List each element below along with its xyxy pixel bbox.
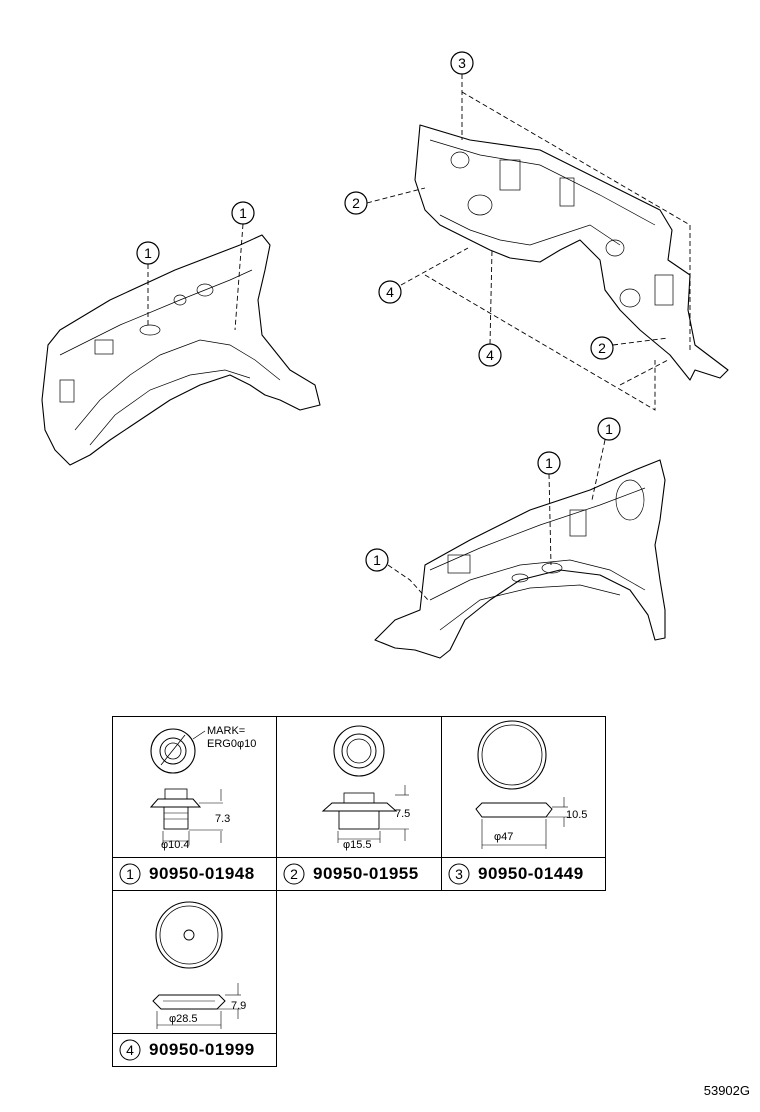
left-fender-apron	[41, 234, 321, 466]
diameter-dimension: φ47	[494, 831, 514, 843]
svg-text:4: 4	[386, 284, 394, 300]
grommet-2-drawing	[321, 725, 409, 843]
part-index-badge	[283, 863, 305, 885]
height-dimension: 7.3	[215, 813, 231, 825]
height-dimension: 7.9	[231, 1000, 247, 1012]
parts-table: MARK= ERG0φ10 7.3 φ10.4 7.5 φ15.5	[112, 716, 606, 1067]
mark-value: ERG0φ10	[207, 738, 257, 750]
mark-label: MARK=	[207, 725, 246, 737]
part-index: 2	[290, 866, 298, 882]
callout-2-left: 2	[344, 187, 426, 215]
callout-4-left: 4	[378, 247, 656, 411]
right-fender-apron	[374, 459, 666, 659]
height-dimension: 10.5	[566, 809, 588, 821]
part-3-drawing-cell: 10.5 φ47	[441, 716, 606, 858]
svg-text:1: 1	[144, 245, 152, 261]
exploded-body-diagram: 1 1 3 2 4 4	[41, 51, 729, 659]
callout-1-right-a: 1	[591, 417, 621, 501]
part-number-row-3: 3 90950-01449	[441, 857, 606, 891]
grommet-1-drawing	[149, 728, 223, 845]
svg-text:2: 2	[598, 340, 606, 356]
diameter-dimension: φ28.5	[169, 1013, 198, 1025]
part-number-row-4: 4 90950-01999	[112, 1033, 277, 1067]
part-number: 90950-01955	[313, 864, 419, 883]
callout-1-left-b: 1	[231, 201, 255, 331]
svg-text:1: 1	[373, 552, 381, 568]
callout-1-right-c: 1	[365, 548, 429, 601]
part-index: 4	[126, 1042, 134, 1058]
part-number: 90950-01948	[149, 864, 255, 883]
part-2-drawing-cell: 7.5 φ15.5	[276, 716, 442, 858]
part-index: 3	[455, 866, 463, 882]
callout-4-bottom: 4	[478, 249, 502, 367]
part-number-row-1: 1 90950-01948	[112, 857, 277, 891]
diameter-dimension: φ10.4	[161, 839, 190, 851]
part-index-badge	[119, 863, 141, 885]
part-index-badge	[448, 863, 470, 885]
part-1-drawing-cell: MARK= ERG0φ10 7.3 φ10.4	[112, 716, 277, 858]
callout-1-left-a: 1	[136, 241, 160, 325]
part-number: 90950-01999	[149, 1040, 255, 1059]
callout-3: 3	[450, 51, 691, 350]
part-4-drawing-cell: 7.9 φ28.5	[112, 890, 277, 1034]
height-dimension: 7.5	[395, 808, 411, 820]
part-index-badge	[119, 1039, 141, 1061]
svg-text:3: 3	[458, 55, 466, 71]
svg-text:2: 2	[352, 195, 360, 211]
grommet-3-drawing	[475, 720, 568, 849]
svg-text:1: 1	[605, 421, 613, 437]
callout-1-right-b: 1	[537, 451, 561, 566]
svg-text:4: 4	[486, 347, 494, 363]
callout-2-right: 2	[590, 336, 669, 386]
part-index: 1	[126, 866, 134, 882]
grommet-4-drawing	[152, 901, 241, 1029]
dash-panel	[414, 124, 729, 381]
svg-text:1: 1	[239, 205, 247, 221]
part-number: 90950-01449	[478, 864, 584, 883]
part-number-row-2: 2 90950-01955	[276, 857, 442, 891]
svg-text:1: 1	[545, 455, 553, 471]
diagram-reference-code: 53902G	[703, 1083, 750, 1098]
diameter-dimension: φ15.5	[343, 839, 372, 851]
